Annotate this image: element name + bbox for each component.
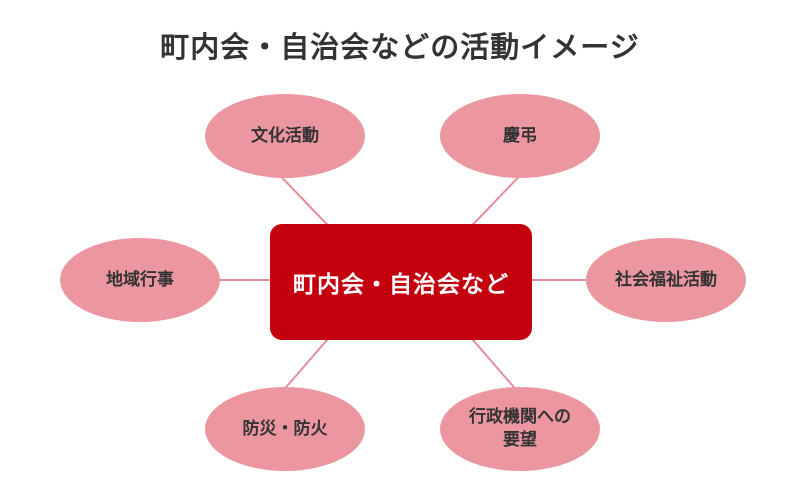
node-government-requests: 行政機関への 要望 <box>440 387 600 471</box>
node-cultural-activities: 文化活動 <box>205 94 365 178</box>
node-label: 社会福祉活動 <box>615 269 717 289</box>
node-disaster-prevention: 防災・防火 <box>205 387 365 471</box>
node-ceremonial-occasions: 慶弔 <box>440 94 600 178</box>
node-label: 慶弔 <box>503 125 537 145</box>
center-node: 町内会・自治会など <box>270 224 532 340</box>
node-label: 地域行事 <box>106 269 174 289</box>
diagram-title: 町内会・自治会などの活動イメージ <box>160 32 640 64</box>
node-label: 文化活動 <box>251 125 319 145</box>
node-social-welfare: 社会福祉活動 <box>586 238 746 322</box>
center-node-label: 町内会・自治会など <box>293 271 509 297</box>
node-local-events: 地域行事 <box>60 238 220 322</box>
node-label: 防災・防火 <box>242 418 328 438</box>
node-label: 行政機関への 要望 <box>469 407 571 449</box>
